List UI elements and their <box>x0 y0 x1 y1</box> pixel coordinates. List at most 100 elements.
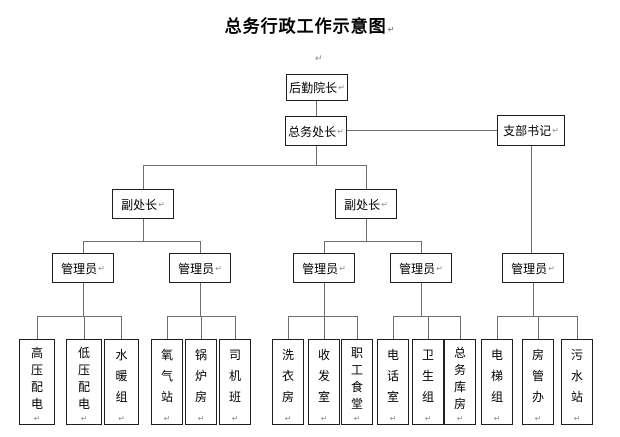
connector-line <box>167 316 168 339</box>
paragraph-mark-icon: ↵ <box>231 414 239 423</box>
connector-line <box>366 219 367 242</box>
org-box-manager-label: 管理员 <box>399 261 436 276</box>
paragraph-mark-icon: ↵ <box>436 263 443 273</box>
connector-line <box>460 316 461 339</box>
org-unit-box: 水暖组 ↵ <box>104 339 139 425</box>
connector-line <box>421 283 422 316</box>
paragraph-mark-icon: ↵ <box>353 414 361 423</box>
connector-line <box>324 316 325 339</box>
org-unit-box: 房管办↵ <box>522 339 554 425</box>
org-unit-label: 氧气站 <box>160 348 173 404</box>
connector-line <box>316 146 317 166</box>
connector-line <box>201 316 202 339</box>
org-unit-box: 电梯组 ↵ <box>481 339 513 425</box>
connector-line <box>497 316 577 317</box>
org-unit-label: 电梯组 <box>490 348 503 404</box>
connector-line <box>143 165 367 166</box>
paragraph-mark-icon: ↵ <box>548 263 555 273</box>
connector-line <box>121 316 122 339</box>
org-unit-box: 低压配电 ↵ <box>66 339 102 425</box>
paragraph-mark-icon: ↵ <box>80 414 88 423</box>
org-box-secretary-label: 支部书记 <box>503 124 552 138</box>
org-box-manager-label: 管理员 <box>61 261 98 276</box>
paragraph-mark-icon: ↵ <box>552 126 559 135</box>
org-box-deputy-right: 副处长↵ <box>335 189 397 219</box>
org-unit-box: 洗衣房 ↵ <box>272 339 304 425</box>
org-unit-label: 卫生组 <box>421 348 434 404</box>
paragraph-mark-icon: ↵ <box>389 414 397 423</box>
paragraph-mark-icon: ↵ <box>381 199 388 209</box>
org-unit-box: 锅炉房 ↵ <box>185 339 217 425</box>
paragraph-mark-icon: ↵ <box>315 53 323 63</box>
org-box-dean: 后勤院长↵ <box>286 74 348 101</box>
connector-line <box>83 241 84 253</box>
org-box-manager-label: 管理员 <box>511 261 548 276</box>
connector-line <box>235 316 236 339</box>
connector-line <box>577 316 578 339</box>
org-box-manager: 管理员↵ <box>293 253 355 283</box>
org-box-deputy-left-label: 副处长 <box>121 197 158 212</box>
connector-line <box>347 130 497 131</box>
connector-line <box>288 316 289 339</box>
org-unit-box: 司机班 ↵ <box>219 339 251 425</box>
page-title-text: 总务行政工作示意图 <box>224 17 387 36</box>
org-box-manager: 管理员↵ <box>52 253 114 283</box>
connector-line <box>531 146 532 253</box>
connector-line <box>316 101 317 116</box>
page-title: 总务行政工作示意图↵ <box>0 12 620 37</box>
paragraph-mark-icon: ↵ <box>337 126 344 136</box>
connector-line <box>533 283 534 316</box>
org-unit-box: 总务库房 ↵ <box>444 339 476 425</box>
paragraph-mark-icon: ↵ <box>456 414 464 423</box>
connector-line <box>366 165 367 189</box>
org-box-director-label: 总务处长 <box>288 124 337 139</box>
org-box-manager-label: 管理员 <box>178 261 215 276</box>
connector-line <box>324 241 421 242</box>
org-unit-label: 水暖组 <box>115 348 128 404</box>
org-unit-label: 总务库房 <box>453 346 466 411</box>
connector-line <box>143 165 144 189</box>
org-box-deputy-right-label: 副处长 <box>344 197 381 212</box>
org-unit-box: 高压配电 ↵ <box>19 339 55 425</box>
paragraph-mark-icon: ↵ <box>158 199 165 209</box>
connector-line <box>84 316 85 339</box>
org-unit-label: 电话室 <box>386 348 399 404</box>
org-box-manager: 管理员↵ <box>169 253 231 283</box>
org-unit-box: 氧气站 ↵ <box>151 339 183 425</box>
org-unit-label: 锅炉房 <box>194 348 207 404</box>
connector-line <box>83 241 200 242</box>
paragraph-mark-icon: ↵ <box>424 414 432 423</box>
connector-line <box>497 316 498 339</box>
connector-line <box>143 219 144 242</box>
org-box-manager: 管理员↵ <box>390 253 452 283</box>
paragraph-mark-icon: ↵ <box>163 414 171 423</box>
org-unit-box: 收发室↵ <box>308 339 340 425</box>
paragraph-mark-icon: ↵ <box>118 414 125 423</box>
connector-line <box>37 316 122 317</box>
connector-line <box>288 316 357 317</box>
connector-line <box>393 316 460 317</box>
paragraph-mark-icon: ↵ <box>33 414 41 423</box>
org-unit-label: 洗衣房 <box>281 348 294 404</box>
org-unit-label: 收发室 <box>317 348 330 404</box>
org-unit-box: 卫生组 ↵ <box>412 339 444 425</box>
org-unit-label: 司机班 <box>228 348 241 404</box>
connector-line <box>324 283 325 316</box>
paragraph-mark-icon: ↵ <box>98 263 105 273</box>
connector-line <box>357 316 358 339</box>
paragraph-mark-icon: ↵ <box>387 25 396 34</box>
paragraph-mark-icon: ↵ <box>284 414 292 423</box>
paragraph-mark-icon: ↵ <box>197 414 205 423</box>
paragraph-mark-icon: ↵ <box>339 263 346 273</box>
connector-line <box>37 316 38 339</box>
org-unit-box: 电话室 ↵ <box>377 339 409 425</box>
paragraph-mark-icon: ↵ <box>338 83 345 92</box>
connector-line <box>200 283 201 316</box>
paragraph-mark-icon: ↵ <box>493 414 501 423</box>
org-box-director: 总务处长↵ <box>285 116 347 146</box>
org-unit-label: 低压配电 <box>77 346 90 411</box>
connector-line <box>421 241 422 253</box>
paragraph-mark-icon: ↵ <box>534 414 542 423</box>
org-unit-label: 高压配电 <box>30 346 43 411</box>
